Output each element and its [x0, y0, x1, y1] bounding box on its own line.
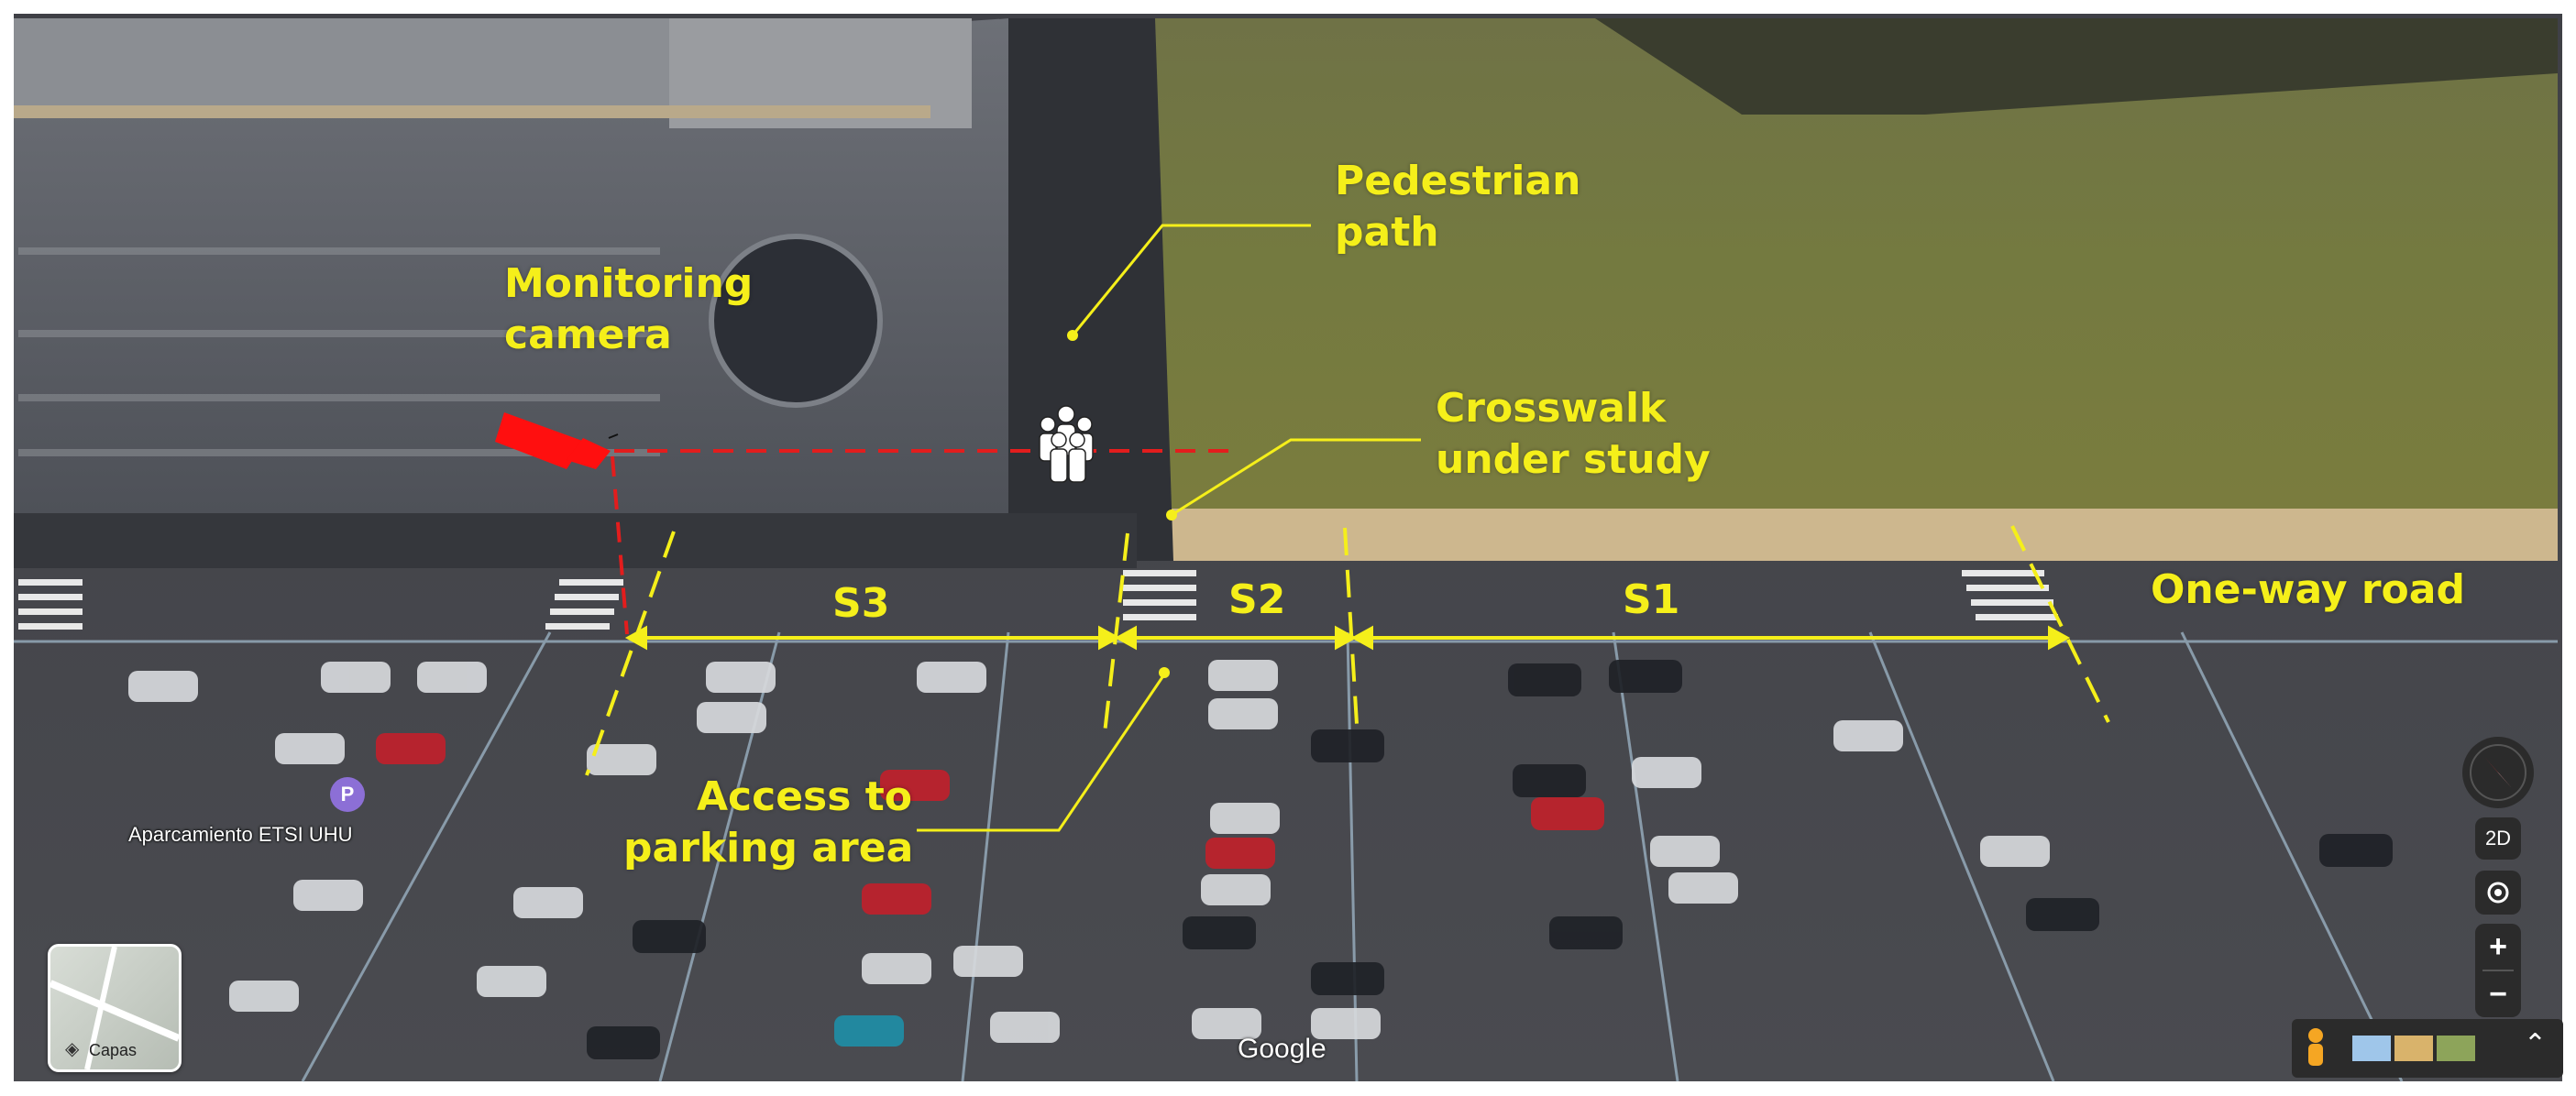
- my-location-button[interactable]: [2475, 871, 2521, 915]
- segment-s2-label: S2: [1228, 576, 1286, 623]
- compass-icon: [2470, 744, 2526, 801]
- zoom-divider: [2482, 970, 2514, 971]
- location-target-icon: [2487, 882, 2509, 904]
- imagery-thumb-3: [2437, 1036, 2475, 1061]
- pedestrian-path-label: Pedestrian path: [1335, 156, 1580, 258]
- pegman-icon: [2308, 1028, 2323, 1066]
- segment-boundaries: [585, 525, 2110, 776]
- imagery-thumb-1: [2352, 1036, 2391, 1061]
- crosswalk-line1: Crosswalk: [1436, 385, 1667, 432]
- segment-s1-label: S1: [1623, 576, 1680, 623]
- pedestrian-path-line1: Pedestrian: [1335, 158, 1581, 204]
- one-way-road-label: One-way road: [2151, 566, 2465, 613]
- monitoring-camera-line1: Monitoring: [504, 260, 754, 307]
- layers-icon: ◈: [65, 1039, 80, 1059]
- monitoring-camera-label: Monitoring camera: [504, 258, 753, 361]
- pedestrian-group-icon: [1039, 405, 1094, 483]
- zoom-out-button[interactable]: −: [2489, 977, 2507, 1012]
- access-parking-line2: parking area: [623, 825, 914, 871]
- layers-thumbnail: [50, 947, 179, 1069]
- layers-label: Capas: [89, 1041, 138, 1059]
- segment-s3-label: S3: [832, 580, 890, 627]
- crosswalk-line2: under study: [1436, 436, 1711, 483]
- access-parking-label: Access to parking area: [623, 772, 913, 874]
- zoom-in-button[interactable]: +: [2489, 929, 2507, 964]
- camera-sight-line: [611, 449, 1228, 635]
- monitoring-camera-line2: camera: [504, 312, 672, 358]
- bottom-dock: ⌃: [2292, 1019, 2563, 1078]
- annotation-lines: [917, 224, 1421, 832]
- access-parking-line1: Access to: [697, 773, 913, 820]
- expand-button[interactable]: ⌃: [2523, 1029, 2547, 1059]
- zoom-control: + −: [2475, 924, 2521, 1017]
- parking-poi-label[interactable]: Aparcamiento ETSI UHU: [128, 823, 353, 846]
- view-2d-button[interactable]: 2D: [2475, 817, 2521, 860]
- dock-graphics: [2308, 1028, 2475, 1066]
- google-watermark: Google: [1238, 1034, 1327, 1064]
- terrain: [14, 14, 2562, 1082]
- pedestrian-path-line2: path: [1335, 209, 1439, 256]
- imagery-thumb-2: [2394, 1036, 2433, 1061]
- annotation-dots: [1067, 330, 1177, 678]
- parking-poi-icon[interactable]: P: [330, 777, 365, 812]
- parked-cars: [128, 660, 2393, 1059]
- segment-arrows: [624, 625, 2071, 651]
- compass-button[interactable]: [2462, 737, 2534, 808]
- layers-button[interactable]: ◈ Capas: [48, 944, 182, 1072]
- monitoring-camera-icon: [495, 412, 619, 469]
- crosswalk-label: Crosswalk under study: [1436, 383, 1711, 486]
